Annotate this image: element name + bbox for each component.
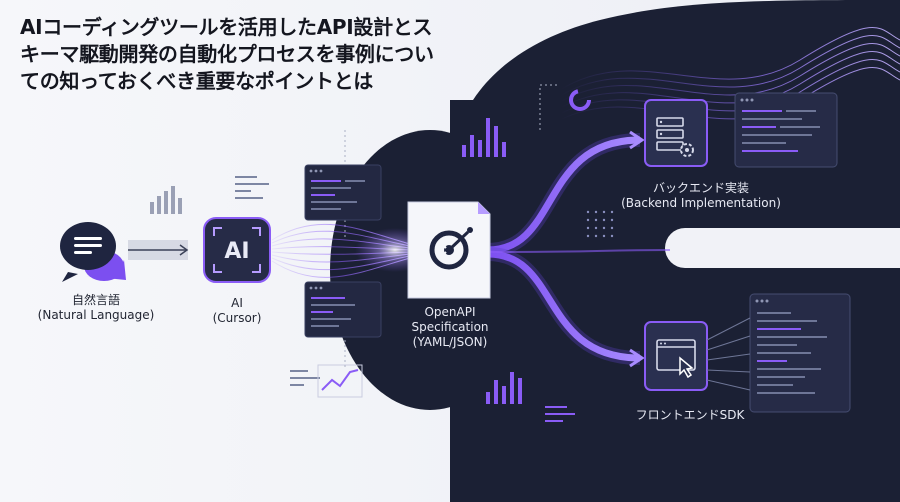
natural-language-label-en: (Natural Language) xyxy=(37,308,155,322)
ai-chip-icon xyxy=(203,217,271,283)
natural-language-label-ja: 自然言語 xyxy=(71,293,120,307)
ai-chip-label: AI xyxy=(224,239,249,264)
flow-pipe-to-frontend xyxy=(487,247,645,368)
frontend-label-ja: フロントエンドSDK xyxy=(635,408,745,422)
bar-chart-decor-left xyxy=(150,186,182,214)
backend-label-ja: バックエンド実装 xyxy=(652,181,749,195)
frontend-label: フロントエンドSDK xyxy=(610,408,770,423)
ai-label-tool: (Cursor) xyxy=(212,311,262,325)
frontend-browser-icon xyxy=(644,321,708,391)
openapi-document-icon xyxy=(407,201,491,299)
light-band xyxy=(665,228,900,268)
backend-label-en: (Backend Implementation) xyxy=(621,196,781,210)
flow-pipe-to-backend xyxy=(487,130,645,257)
bar-chart-decor-right xyxy=(462,118,506,157)
frontend-code-window xyxy=(749,293,851,413)
code-window-bottom xyxy=(304,281,382,338)
line-chart-decor xyxy=(317,364,363,398)
flow-pipe-thin xyxy=(487,249,671,253)
dot-grid-decor xyxy=(586,210,614,238)
openapi-label-line2: Specification xyxy=(411,320,489,334)
ai-label-title: AI xyxy=(231,296,243,310)
code-lines-decor xyxy=(235,176,575,422)
flow-arrow-nl-to-ai xyxy=(128,240,189,260)
backend-server-icon xyxy=(644,99,708,167)
openapi-label: OpenAPI Specification (YAML/JSON) xyxy=(395,305,505,350)
page-title: AIコーディングツールを活用したAPI設計とスキーマ駆動開発の自動化プロセスを事… xyxy=(20,15,434,93)
bar-chart-decor-bottom xyxy=(486,372,522,404)
openapi-label-line3: (YAML/JSON) xyxy=(412,335,488,349)
code-window-top xyxy=(304,164,382,221)
ai-label: AI (Cursor) xyxy=(197,296,277,326)
donut-decor xyxy=(569,89,591,111)
backend-code-window xyxy=(734,92,838,168)
chat-bubble-icon xyxy=(60,222,126,282)
frontend-connector-lines xyxy=(706,317,751,391)
openapi-label-line1: OpenAPI xyxy=(424,305,476,319)
natural-language-label: 自然言語 (Natural Language) xyxy=(30,293,162,323)
backend-label: バックエンド実装 (Backend Implementation) xyxy=(606,181,796,211)
